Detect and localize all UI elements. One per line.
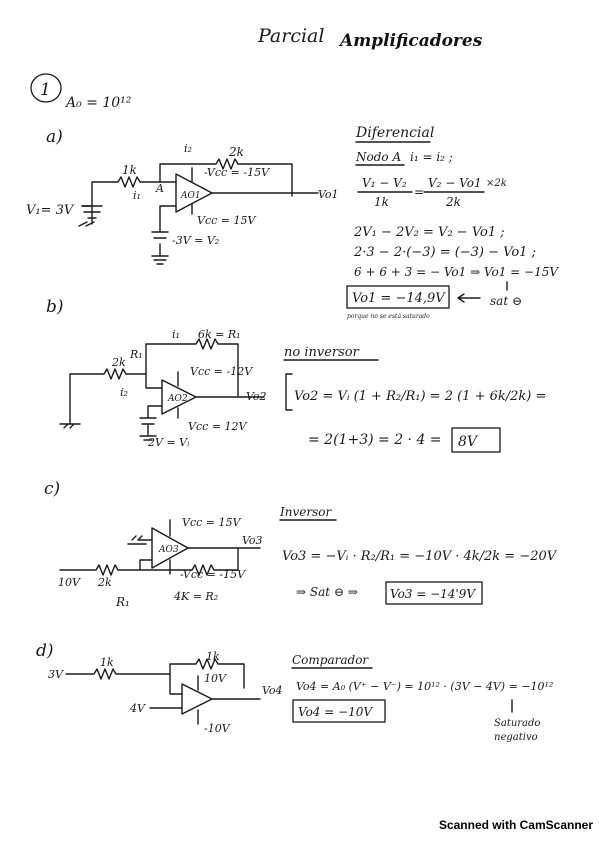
a-heading-node: Nodo A xyxy=(355,150,401,164)
title-left: Parcial xyxy=(257,25,324,47)
a-eq-right-num: V₂ − Vo1 xyxy=(428,176,482,190)
a-eq-left-num: V₁ − V₂ xyxy=(362,176,407,190)
b-heading: no inversor xyxy=(284,345,360,360)
a-heading-differential: Diferencial xyxy=(355,125,434,141)
a-sat: sat ⊖ xyxy=(490,294,522,308)
part-b-label: b) xyxy=(46,297,64,317)
d-vneg: -10V xyxy=(204,722,231,735)
a-eq-mult: ×2k xyxy=(486,178,507,189)
a-ref: -3V = V₂ xyxy=(172,234,219,247)
a-vcc-neg: -Vcc = -15V xyxy=(204,166,270,179)
a-line2: 2·3 − 2·(−3) = (−3) − Vo1 ; xyxy=(353,245,536,260)
a-i2: i₂ xyxy=(184,142,192,155)
problem-gain: A₀ = 10¹² xyxy=(64,95,132,111)
d-r1: 1k xyxy=(100,656,114,669)
d-answer: Vo4 = −10V xyxy=(298,705,373,719)
a-answer: Vo1 = −14,9V xyxy=(352,291,446,306)
a-answer-box xyxy=(346,285,450,309)
circuit-d: 3V 1k 1k 10V -10V 4V Vo4 xyxy=(48,650,283,735)
c-heading: Inversor xyxy=(279,505,332,519)
c-r1-val: 2k xyxy=(97,576,112,589)
d-note2: negativo xyxy=(494,732,538,743)
d-heading: Comparador xyxy=(292,653,369,667)
part-a-label: a) xyxy=(46,127,63,147)
c-vcc-pos: Vcc = 15V xyxy=(182,516,241,529)
c-answer: Vo3 = −14'9V xyxy=(390,587,476,601)
circuit-b: R₁ 2k i₂ i₁ 6k = R₁ Vcc = -12V Vcc = 12V… xyxy=(59,328,267,449)
b-src: 2V = Vᵢ xyxy=(147,436,189,449)
work-b: no inversor Vo2 = Vᵢ (1 + R₂/R₁) = 2 (1 … xyxy=(283,345,546,453)
a-vcc-pos: Vcc = 15V xyxy=(197,214,256,227)
b-out: Vo2 xyxy=(246,390,267,403)
a-line1: 2V₁ − 2V₂ = V₂ − Vo1 ; xyxy=(353,225,505,240)
title-right: Amplificadores xyxy=(338,31,483,51)
part-d-label: d) xyxy=(36,641,54,661)
b-answer: 8V xyxy=(458,434,479,450)
a-r2: 2k xyxy=(228,145,244,159)
c-sat: ⇒ Sat ⊖ ⇒ xyxy=(296,585,358,599)
b-eq1: Vo2 = Vᵢ (1 + R₂/R₁) = 2 (1 + 6k/2k) = xyxy=(294,389,546,404)
work-c: Inversor Vo3 = −Vᵢ · R₂/R₁ = −10V · 4k/2… xyxy=(279,505,558,605)
d-vref: 4V xyxy=(129,702,146,715)
b-answer-box xyxy=(451,427,501,453)
b-r1-val: 2k xyxy=(111,356,126,369)
a-opamp: AO1 xyxy=(180,191,201,201)
b-vcc-neg: Vcc = -12V xyxy=(190,365,253,378)
c-r1: R₁ xyxy=(115,595,130,609)
a-eq-right-den: 2k xyxy=(445,195,461,209)
d-r2: 1k xyxy=(206,650,220,663)
b-eq2: = 2(1+3) = 2 · 4 = xyxy=(308,432,442,448)
d-eq1: Vo4 = A₀ (V⁺ − V⁻) = 10¹² · (3V − 4V) = … xyxy=(296,680,553,693)
b-r1: R₁ xyxy=(129,348,143,361)
c-vin: 10V xyxy=(58,576,81,589)
c-opamp: AO3 xyxy=(158,545,179,555)
a-r1: 1k xyxy=(122,163,137,177)
b-i2: i₂ xyxy=(120,386,128,399)
c-vcc-neg: -Vcc = -15V xyxy=(180,568,246,581)
problem-number: 1 xyxy=(40,80,51,100)
a-i1: i₁ xyxy=(133,189,141,202)
a-node-eq: i₁ = i₂ ; xyxy=(410,150,453,164)
part-c-label: c) xyxy=(44,479,60,499)
d-vin: 3V xyxy=(48,668,64,681)
problem-number-circle xyxy=(30,73,62,103)
work-d: Comparador Vo4 = A₀ (V⁺ − V⁻) = 10¹² · (… xyxy=(291,653,553,743)
a-vin: V₁= 3V xyxy=(26,203,75,218)
c-out: Vo3 xyxy=(242,534,263,547)
circuit-a: V₁= 3V 1k 2k i₁ i₂ A -Vcc = -15V Vcc = 1… xyxy=(26,142,339,265)
b-i1: i₁ xyxy=(172,328,180,341)
work-a: Diferencial Nodo A i₁ = i₂ ; V₁ − V₂ 1k … xyxy=(346,125,559,320)
b-r2: 6k = R₁ xyxy=(198,328,241,341)
d-answer-box xyxy=(292,699,386,723)
d-note1: Saturado xyxy=(494,718,540,729)
scanner-watermark: Scanned with CamScanner xyxy=(438,818,593,832)
a-line3: 6 + 6 + 3 = − Vo1 ⇒ Vo1 = −15V xyxy=(354,265,559,279)
d-out: Vo4 xyxy=(262,684,283,697)
a-eq-left-den: 1k xyxy=(374,195,389,209)
a-note: porque no se está saturado xyxy=(347,313,430,320)
b-opamp: AO2 xyxy=(167,394,188,404)
c-answer-box xyxy=(385,581,483,605)
a-node: A xyxy=(155,182,164,195)
a-out: Vo1 xyxy=(318,188,339,201)
b-vcc-pos: Vcc = 12V xyxy=(188,420,247,433)
c-eq1: Vo3 = −Vᵢ · R₂/R₁ = −10V · 4k/2k = −20V xyxy=(282,549,558,564)
a-eq-sign: = xyxy=(414,185,424,199)
circuit-c: Vcc = 15V -Vcc = -15V AO3 Vo3 10V 2k R₁ … xyxy=(58,516,263,609)
d-vpos: 10V xyxy=(204,672,227,685)
c-r2: 4K = R₂ xyxy=(173,590,218,603)
